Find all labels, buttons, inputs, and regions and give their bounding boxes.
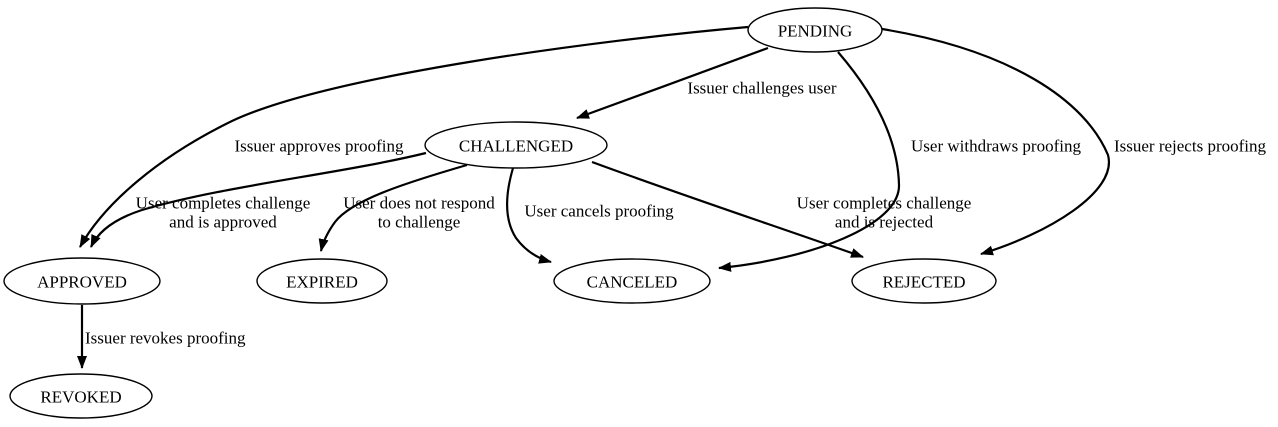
edge-pending-rejected xyxy=(881,27,1111,256)
edge-label-user-does-not-respond-line2: to challenge xyxy=(378,213,461,232)
edge-challenged-rejected xyxy=(591,160,864,259)
edge-label-issuer-revokes-proofing: Issuer revokes proofing xyxy=(85,329,246,348)
edge-label-user-completes-challenge-rejected-line2: and is rejected xyxy=(835,213,934,232)
node-expired-label: EXPIRED xyxy=(286,273,358,292)
node-pending-label: PENDING xyxy=(778,22,853,41)
edge-challenged-approved xyxy=(90,151,427,248)
edge-label-user-completes-challenge-rejected-line1: User completes challenge xyxy=(797,194,972,213)
edge-label-issuer-rejects-proofing: Issuer rejects proofing xyxy=(1114,137,1267,156)
node-challenged: CHALLENGED xyxy=(424,121,608,169)
node-approved-ellipse xyxy=(3,257,161,305)
node-challenged-ellipse xyxy=(424,121,608,169)
node-expired: EXPIRED xyxy=(256,258,388,304)
edge-challenged-expired xyxy=(318,163,468,252)
node-approved-label: APPROVED xyxy=(37,273,127,292)
node-layer: PENDING CHALLENGED APPROVED EXPIRED CANC… xyxy=(3,7,997,419)
node-canceled-ellipse xyxy=(553,258,711,304)
node-revoked-ellipse xyxy=(9,373,153,419)
node-revoked-label: REVOKED xyxy=(40,388,121,407)
node-rejected-label: REJECTED xyxy=(882,273,965,292)
node-expired-ellipse xyxy=(256,258,388,304)
edge-layer xyxy=(77,25,1111,369)
edge-label-issuer-challenges-user: Issuer challenges user xyxy=(687,79,837,98)
edge-label-user-withdraws-proofing: User withdraws proofing xyxy=(911,137,1081,156)
node-canceled: CANCELED xyxy=(553,258,711,304)
edge-challenged-canceled xyxy=(505,167,552,264)
edge-label-user-does-not-respond-line1: User does not respond xyxy=(343,194,495,213)
edge-label-user-completes-challenge-approved-line1: User completes challenge xyxy=(136,194,311,213)
edge-label-layer: Issuer challenges user Issuer approves p… xyxy=(85,79,1266,348)
node-pending: PENDING xyxy=(747,7,883,53)
edge-label-user-completes-challenge-approved-line2: and is approved xyxy=(169,213,277,232)
node-rejected: REJECTED xyxy=(851,258,997,304)
edge-pending-canceled xyxy=(718,51,901,272)
edge-label-user-cancels-proofing: User cancels proofing xyxy=(524,202,674,221)
edge-label-issuer-approves-proofing: Issuer approves proofing xyxy=(234,137,404,156)
node-canceled-label: CANCELED xyxy=(587,273,678,292)
node-approved: APPROVED xyxy=(3,257,161,305)
node-rejected-ellipse xyxy=(851,258,997,304)
edge-pending-challenged xyxy=(576,46,769,120)
node-challenged-label: CHALLENGED xyxy=(459,137,573,156)
edge-pending-approved xyxy=(79,25,749,248)
node-revoked: REVOKED xyxy=(9,373,153,419)
node-pending-ellipse xyxy=(747,7,883,53)
